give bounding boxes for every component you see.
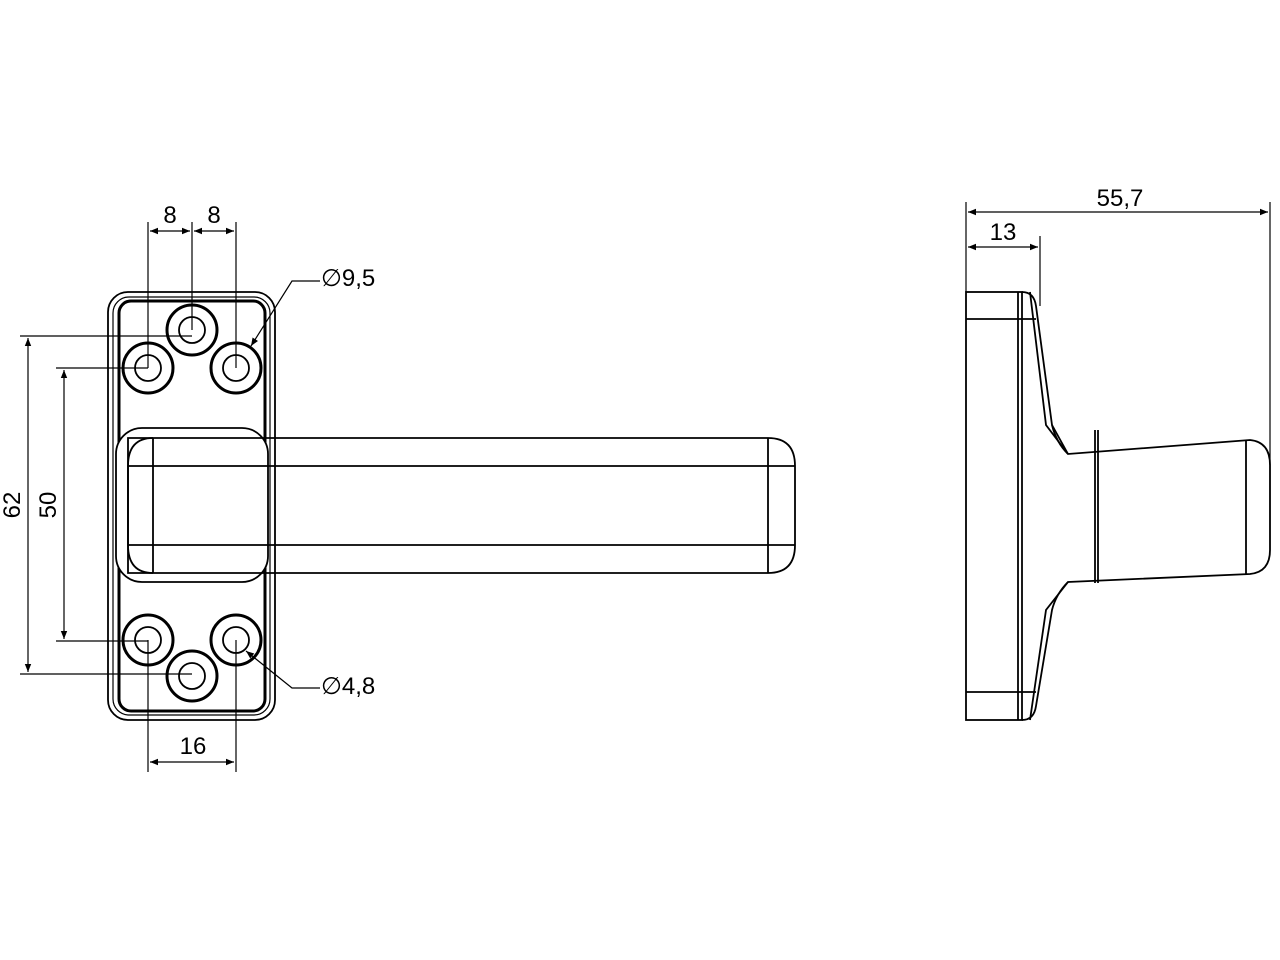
dimension-50: 50 [35,367,148,642]
dim-label-8-right: 8 [207,202,220,229]
dimension-16: 16 [147,640,237,772]
dim-label-diameter-4-8: ∅4,8 [321,673,375,700]
front-view: 8 8 ∅9,5 62 50 ∅4,8 [0,202,796,772]
dimension-diameter-9-5: ∅9,5 [250,265,375,347]
dim-label-diameter-9-5: ∅9,5 [321,265,375,292]
dim-label-8-left: 8 [163,202,176,229]
side-view: 55,7 13 [965,185,1271,721]
dim-label-62: 62 [0,492,26,519]
side-plate [965,291,1023,721]
dim-label-55-7: 55,7 [1097,185,1144,212]
side-profile [1021,291,1271,721]
dimension-8-8: 8 8 [147,202,237,368]
handle-bar [115,427,796,583]
dimension-13: 13 [968,219,1041,306]
dim-label-16: 16 [180,733,207,760]
dim-label-13: 13 [990,219,1017,246]
dimension-55-7: 55,7 [965,185,1271,465]
dim-label-50: 50 [35,492,62,519]
dimension-62: 62 [0,335,192,675]
dimension-diameter-4-8: ∅4,8 [245,650,375,700]
